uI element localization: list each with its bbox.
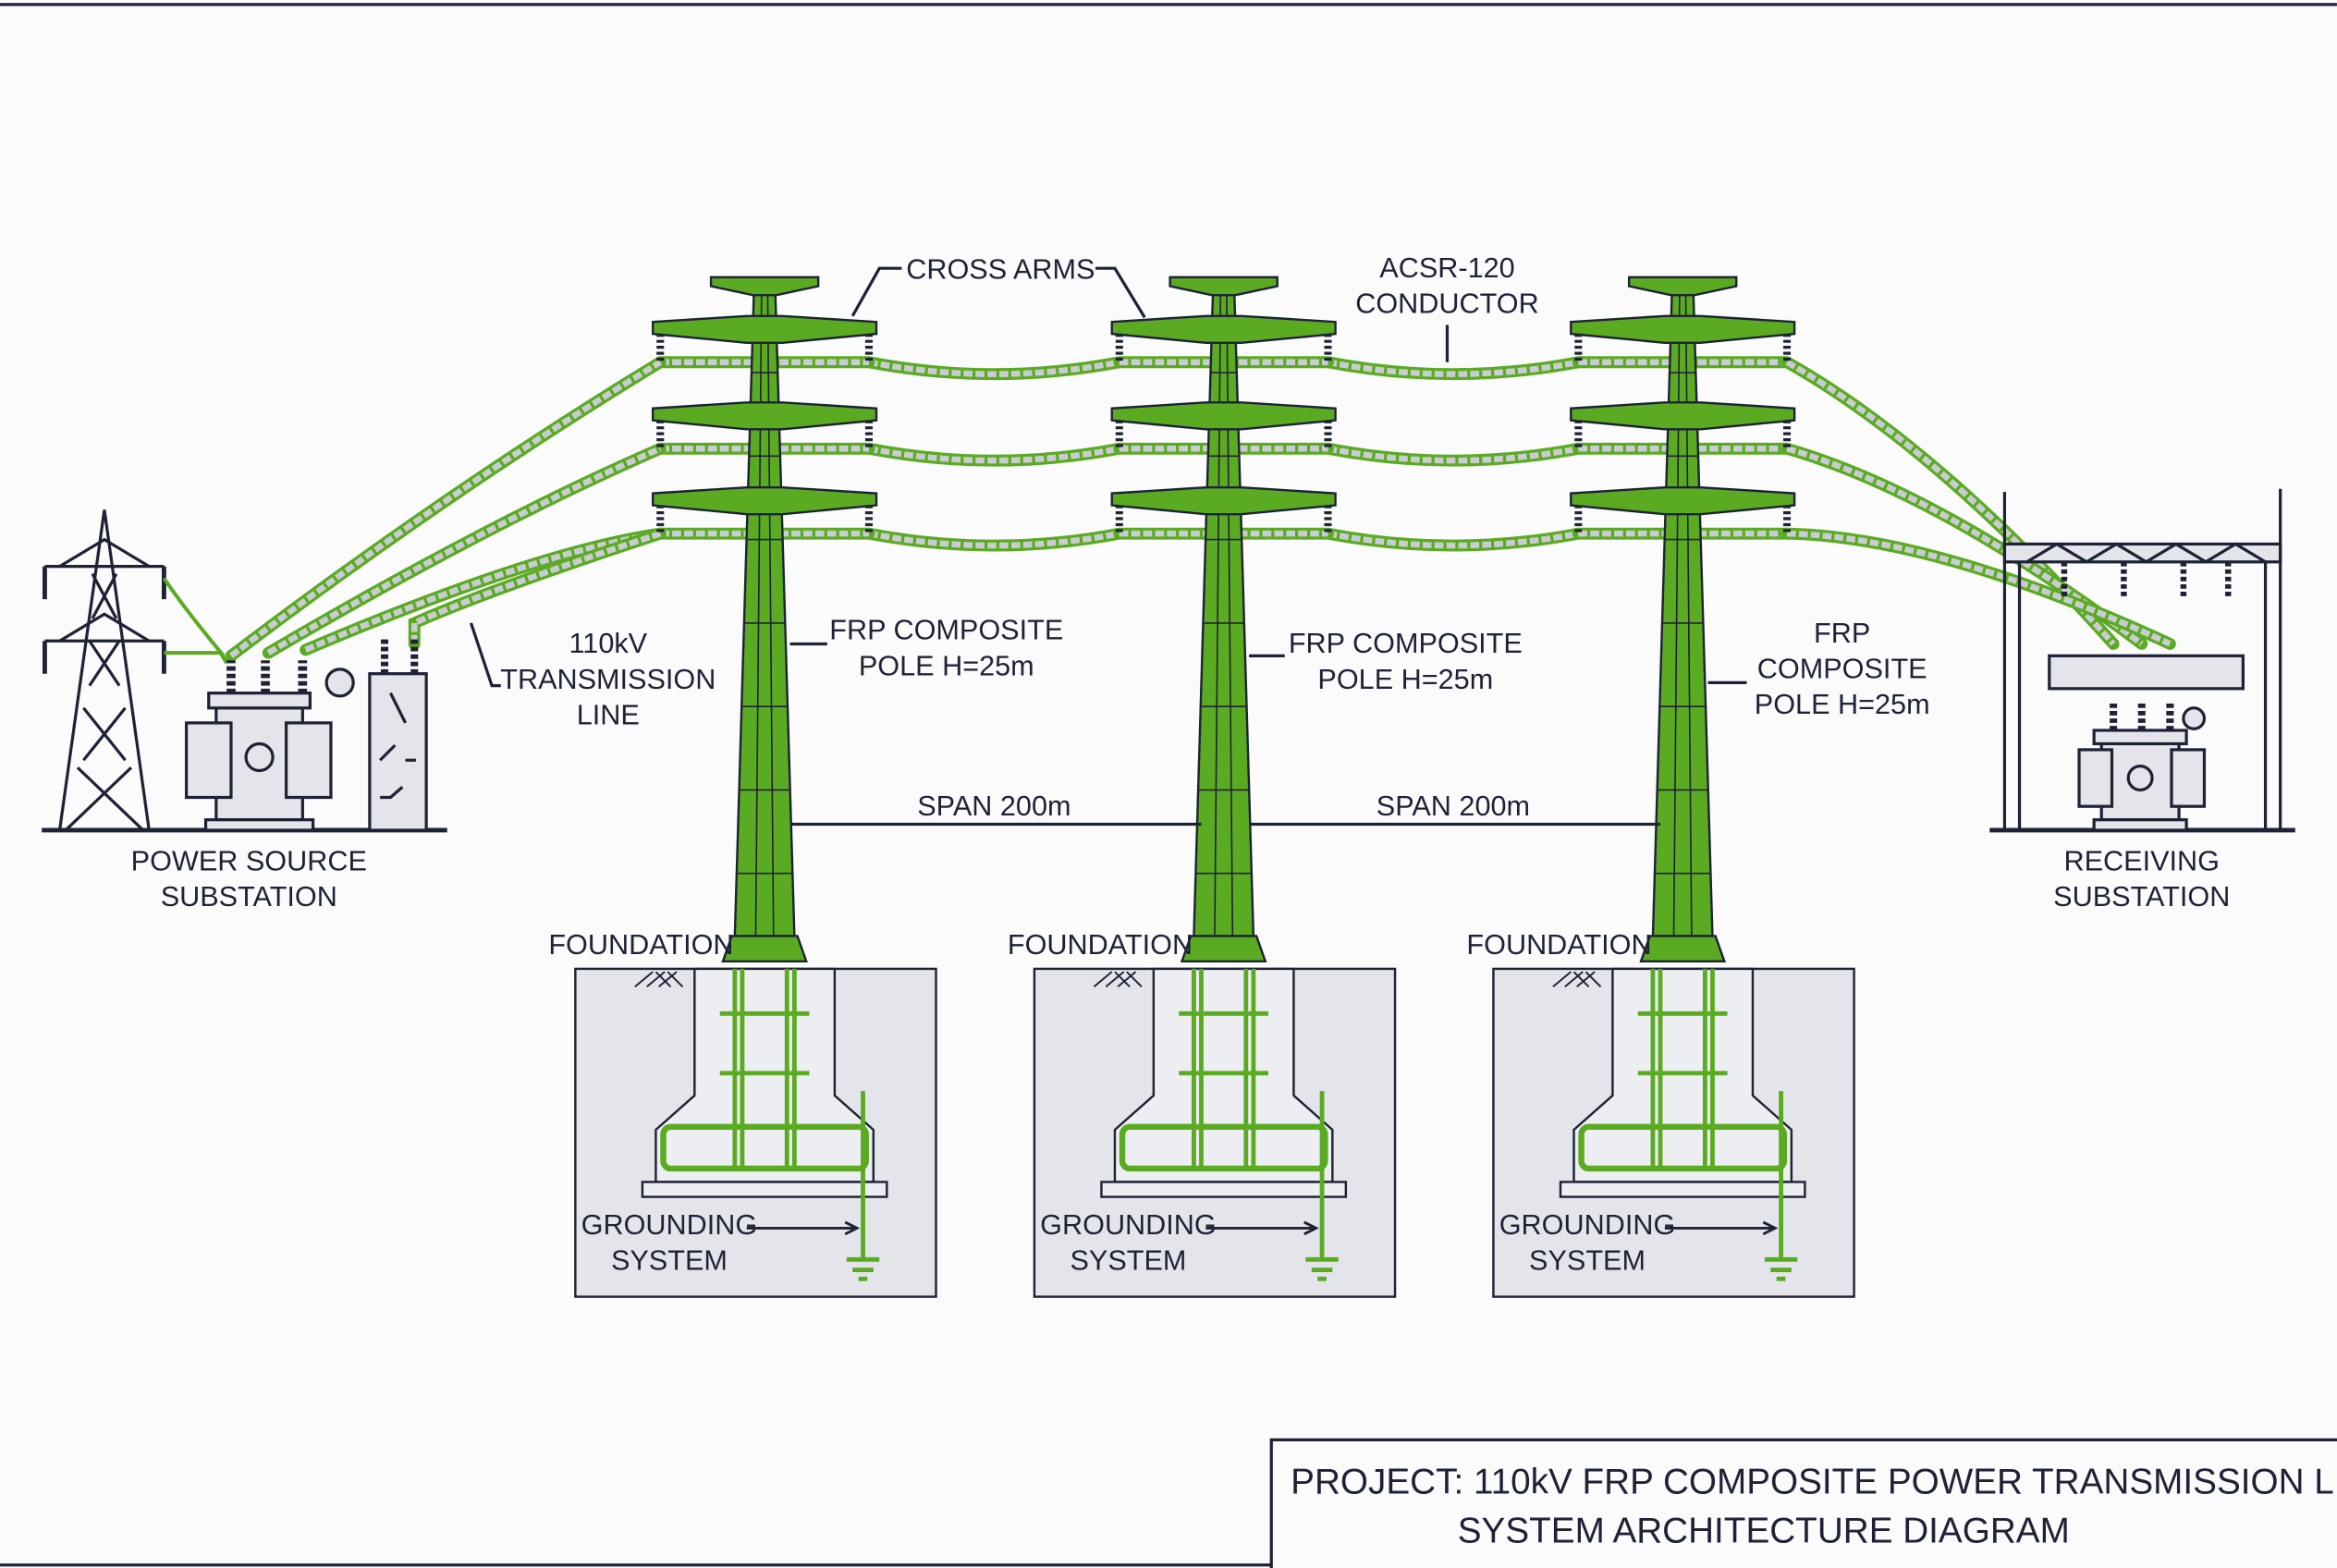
rebar-cage (1179, 968, 1269, 1168)
ground-rod-icon (1305, 1091, 1339, 1281)
conductor-span-core (868, 530, 1120, 549)
grounding-label-1b: SYSTEM (611, 1245, 728, 1277)
power-source-substation: POWER SOURCE SUBSTATION (42, 509, 447, 913)
rebar-cage (719, 968, 810, 1168)
pole2-label: FRP COMPOSITE (1289, 628, 1523, 659)
pole2-label-2: POLE H=25m (1317, 664, 1493, 695)
conductor-span-core (868, 446, 1120, 464)
rebar-mat (1119, 1123, 1328, 1172)
span2-label: SPAN 200m (1377, 790, 1530, 822)
cross-arm (651, 485, 878, 516)
pole-seam (1672, 283, 1693, 937)
transmission-line-label: 110kV (569, 628, 648, 659)
receiving-label-2: SUBSTATION (2053, 881, 2230, 913)
foundation-1 (574, 967, 937, 1298)
conductor-span-core (868, 359, 1120, 377)
footing-plate (1100, 1181, 1348, 1198)
pole-top-cap (1168, 276, 1279, 297)
title-line-1: PROJECT: 110kV FRP COMPOSITE POWER TRANS… (1291, 1462, 2337, 1501)
foundation-2 (1033, 967, 1397, 1298)
transformer-icon (184, 660, 355, 832)
pole3-label: FRP (1814, 618, 1870, 649)
title-block: PROJECT: 110kV FRP COMPOSITE POWER TRANS… (1269, 1438, 2337, 1568)
conductor-label-2: CONDUCTOR (1355, 288, 1539, 320)
foundation-label-2: FOUNDATION (1008, 929, 1193, 961)
pole-base-flange (1639, 935, 1727, 963)
receiving-label: RECEIVING (2064, 846, 2220, 877)
foundation-3 (1492, 967, 1855, 1298)
ground-rod-icon (1764, 1091, 1798, 1281)
pole3-label-2: COMPOSITE (1757, 654, 1927, 685)
pole1-label: FRP COMPOSITE (829, 615, 1063, 646)
pole-base-flange (721, 935, 808, 963)
transmission-line-leader (469, 622, 501, 688)
conductor-label: ACSR-120 (1379, 252, 1514, 284)
cross-arm (1570, 485, 1796, 516)
rebar-mat (660, 1123, 869, 1172)
cross-arm (1110, 401, 1337, 431)
span1-label: SPAN 200m (917, 790, 1071, 822)
cross-arm (1110, 314, 1337, 345)
transmission-line-label-2: TRANSMISSION (500, 664, 716, 695)
grounding-label-2: GROUNDING (1040, 1209, 1217, 1241)
soil-hatch (1093, 971, 1143, 987)
cross-arm (651, 401, 878, 431)
grounding-label-3b: SYSTEM (1529, 1245, 1646, 1277)
rebar-mat (1578, 1123, 1788, 1172)
cross-arm (1570, 401, 1796, 431)
poles (651, 276, 1796, 963)
footing-plate (1559, 1181, 1806, 1198)
power-source-label-2: SUBSTATION (161, 881, 337, 913)
transmission-line-label-3: LINE (577, 700, 640, 731)
conductor-span-core (1327, 530, 1579, 549)
pole-seam (754, 283, 775, 937)
cross-arms-leader (850, 266, 1146, 319)
title-line-2: SYSTEM ARCHITECTURE DIAGRAM (1458, 1512, 2070, 1551)
pole-seam (1214, 283, 1234, 937)
receiving-substation: RECEIVING SUBSTATION (1989, 488, 2295, 913)
pole-top-cap (1627, 276, 1738, 297)
source-feeder-core (228, 360, 662, 658)
frp-pole-3 (1570, 276, 1796, 963)
cross-arm (651, 314, 878, 345)
rebar-cage (1637, 968, 1728, 1168)
soil-hatch (634, 971, 684, 987)
grounding-label-3: GROUNDING (1499, 1209, 1676, 1241)
grounding-label-2b: SYSTEM (1071, 1245, 1187, 1277)
source-feeder-core (266, 446, 662, 655)
substation-frame-icon (2002, 488, 2282, 830)
grounding-leader (746, 1220, 861, 1236)
foundation-label-3: FOUNDATION (1466, 929, 1651, 961)
conductor-span-core (1327, 446, 1579, 464)
power-source-label: POWER SOURCE (131, 846, 367, 877)
switchgear-icon (368, 636, 428, 832)
pole-top-cap (709, 276, 820, 297)
conductor-span-core (1327, 359, 1579, 377)
ground-rod-icon (846, 1091, 880, 1281)
lattice-tower-icon (43, 509, 166, 832)
soil-hatch (1552, 971, 1602, 987)
conductors (225, 356, 2176, 662)
cross-arm (1110, 485, 1337, 516)
transformer-icon (2077, 700, 2207, 832)
receiving-feeder-core (1786, 530, 2172, 647)
foundations (574, 967, 1855, 1298)
frp-pole-1 (651, 276, 878, 963)
pole1-label-2: POLE H=25m (859, 650, 1034, 681)
callouts: CROSS ARMS ACSR-120 CONDUCTOR 110kV TRAN… (469, 252, 1930, 1277)
cross-arms-label: CROSS ARMS (906, 253, 1095, 285)
source-feeder-core (411, 531, 662, 644)
cross-arm (1570, 314, 1796, 345)
foundation-label-1: FOUNDATION (548, 929, 733, 961)
grounding-leader (1205, 1220, 1319, 1236)
grounding-label-1: GROUNDING (581, 1209, 758, 1241)
frp-pole-2 (1110, 276, 1337, 963)
pole-base-flange (1180, 935, 1267, 963)
footing-plate (641, 1181, 888, 1198)
grounding-leader (1664, 1220, 1779, 1236)
pole3-label-3: POLE H=25m (1755, 689, 1930, 720)
